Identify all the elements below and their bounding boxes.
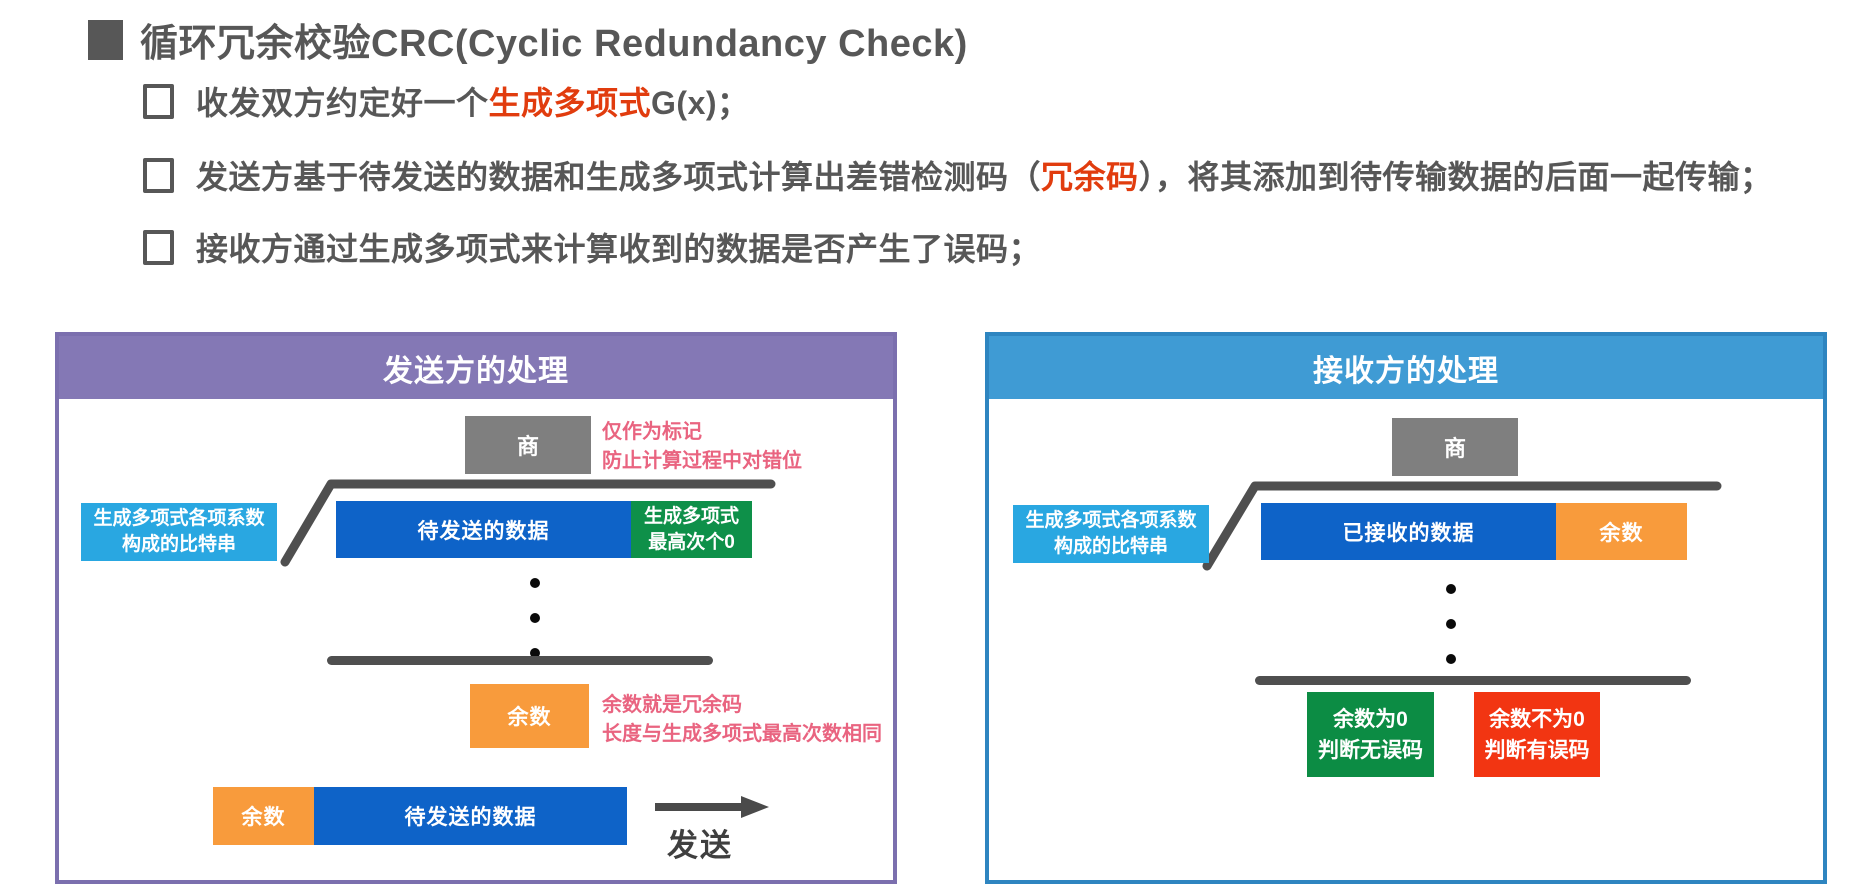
title-close: ) [954,23,968,65]
bullet-item-1: 收发双方约定好一个生成多项式G(x)； [143,78,750,124]
bullet2-pre: 发送方基于待发送的数据和生成多项式计算出差错检测码（ [196,159,1042,195]
no-error-line2: 判断无误码 [1318,738,1423,762]
sender-zeros-line2: 最高次个0 [648,531,735,553]
sender-quotient-label: 商 [516,434,539,459]
bullet-item-3: 接收方通过生成多项式来计算收到的数据是否产生了误码； [143,224,1041,270]
sender-panel: 发送方的处理 商 仅作为标记 防止计算过程中对错位 生成多项式各项系数 构成的比… [55,332,897,884]
frame-data-box: 待发送的数据 [314,787,627,845]
receiver-divisor-box: 生成多项式各项系数 构成的比特串 [1013,505,1209,563]
ellipsis-dots [530,578,540,658]
sender-dividend-box: 待发送的数据 [336,501,631,558]
checkbox-bullet-icon [143,229,174,265]
sender-divisor-line1: 生成多项式各项系数 [93,508,265,529]
sender-remainder-label: 余数 [507,706,552,729]
receiver-divisor-line1: 生成多项式各项系数 [1025,510,1197,531]
receiver-panel-header: 接收方的处理 [989,336,1823,399]
bullet-text-1: 收发双方约定好一个生成多项式G(x)； [196,78,750,124]
bullet1-post: G(x)； [651,85,750,121]
receiver-panel-title: 接收方的处理 [1313,354,1499,388]
checkbox-bullet-icon [143,157,174,193]
title-en: Cyclic Redundancy Check [467,23,955,65]
receiver-remainder-label: 余数 [1599,521,1644,545]
sender-divisor-box: 生成多项式各项系数 构成的比特串 [81,503,277,561]
frame-remainder-box: 余数 [213,787,314,845]
no-error-box: 余数为0 判断无误码 [1307,692,1434,777]
sender-zeros-line1: 生成多项式 [643,505,739,527]
sender-remainder-box: 余数 [470,684,589,748]
error-line2: 判断有误码 [1484,738,1590,762]
page-title: 循环冗余校验CRC(Cyclic Redundancy Check) [140,12,968,67]
receiver-data-label: 已接收的数据 [1342,521,1475,545]
bullet1-highlight: 生成多项式 [488,85,652,121]
sender-remainder-note: 余数就是冗余码 长度与生成多项式最高次数相同 [602,691,882,749]
bullet1-pre: 收发双方约定好一个 [196,85,489,121]
sender-quotient-note: 仅作为标记 防止计算过程中对错位 [602,418,802,476]
bullet2-post: ），将其添加到待传输数据的后面一起传输； [1138,159,1773,195]
slide-title-row: 循环冗余校验CRC(Cyclic Redundancy Check) [88,12,968,67]
send-label: 发送 [667,828,733,863]
sender-divisor-line2: 构成的比特串 [121,534,236,555]
no-error-line1: 余数为0 [1333,707,1408,731]
sender-quotient-box: 商 [465,416,591,474]
sender-panel-header: 发送方的处理 [59,336,893,399]
sender-quotient-note-line1: 仅作为标记 [602,421,702,443]
receiver-remainder-box: 余数 [1556,503,1687,560]
sender-remainder-note-line1: 余数就是冗余码 [602,694,742,716]
bullet2-highlight: 冗余码 [1041,159,1139,195]
error-box: 余数不为0 判断有误码 [1474,692,1600,777]
receiver-panel: 接收方的处理 商 生成多项式各项系数 构成的比特串 已接收的数据 余数 余数为0… [985,332,1827,884]
receiver-quotient-label: 商 [1443,436,1466,461]
receiver-quotient-box: 商 [1392,418,1518,476]
bullet-text-2: 发送方基于待发送的数据和生成多项式计算出差错检测码（冗余码），将其添加到待传输数… [196,152,1773,198]
receiver-divisor-line2: 构成的比特串 [1053,536,1168,557]
sender-zeros-box: 生成多项式 最高次个0 [631,501,752,558]
receiver-data-box: 已接收的数据 [1261,503,1556,560]
frame-remainder-label: 余数 [241,806,286,829]
send-arrow-icon [655,796,769,818]
frame-data-label: 待发送的数据 [404,806,537,829]
bullet3-pre: 接收方通过生成多项式来计算收到的数据是否产生了误码； [196,231,1042,267]
sender-quotient-note-line2: 防止计算过程中对错位 [602,450,802,472]
error-line1: 余数不为0 [1489,707,1585,731]
bullet-text-3: 接收方通过生成多项式来计算收到的数据是否产生了误码； [196,224,1041,270]
title-zh: 循环冗余校验CRC( [140,23,468,65]
sender-remainder-note-line2: 长度与生成多项式最高次数相同 [602,723,882,745]
bullet-item-2: 发送方基于待发送的数据和生成多项式计算出差错检测码（冗余码），将其添加到待传输数… [143,152,1773,198]
section-bullet-icon [88,19,123,60]
ellipsis-dots [1446,584,1456,664]
sender-panel-title: 发送方的处理 [383,354,569,388]
result-divider-line [327,656,713,665]
sender-dividend-label: 待发送的数据 [417,519,550,543]
result-divider-line [1255,676,1691,685]
checkbox-bullet-icon [143,83,174,119]
